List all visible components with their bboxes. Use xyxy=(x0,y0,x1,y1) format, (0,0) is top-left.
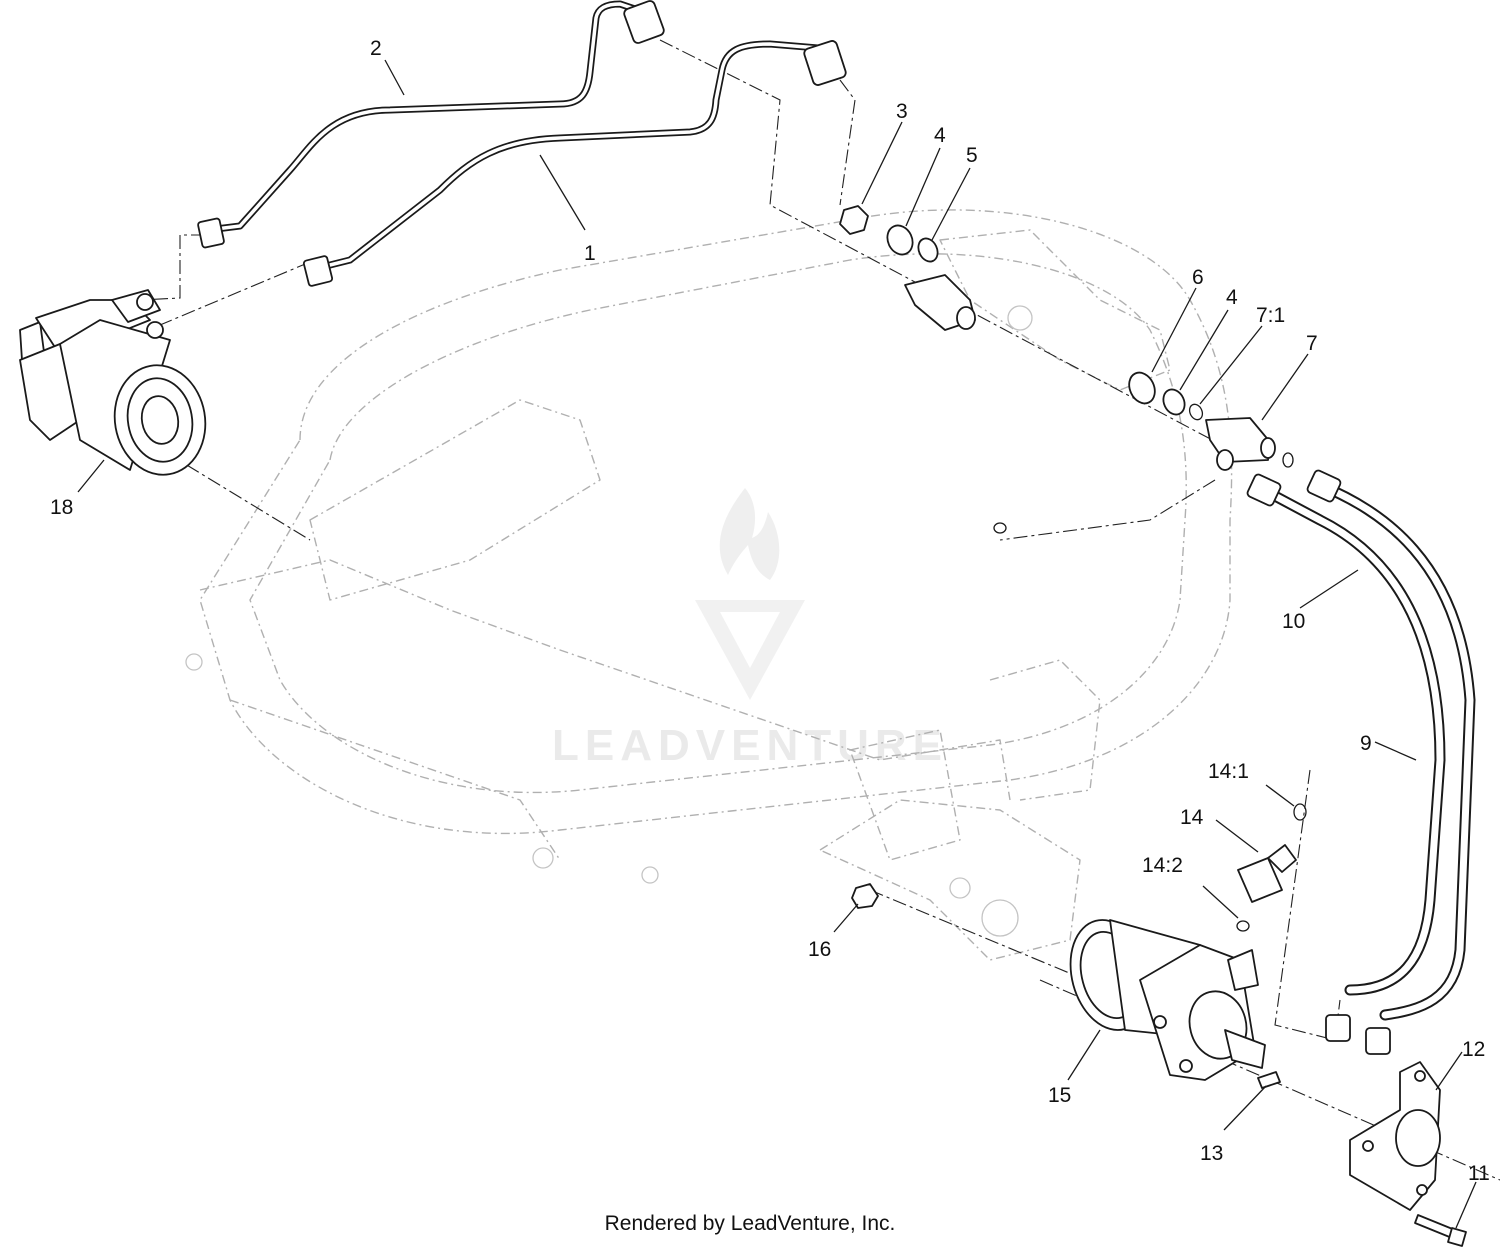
callout-4-upper: 4 xyxy=(934,124,946,147)
callout-14-2: 14:2 xyxy=(1142,854,1183,877)
washer-4b xyxy=(1162,388,1186,416)
nut-16 xyxy=(851,883,879,909)
callout-12: 12 xyxy=(1462,1038,1485,1061)
bolt-11 xyxy=(1414,1214,1467,1247)
tee-fitting-7 xyxy=(1205,417,1271,463)
callout-7-1: 7:1 xyxy=(1256,304,1285,327)
mower-frame-phantom xyxy=(185,209,1233,961)
hydraulic-motor-18 xyxy=(19,289,207,476)
callout-11: 11 xyxy=(1468,1162,1490,1185)
mounting-bracket-12 xyxy=(1349,1061,1441,1211)
callout-9: 9 xyxy=(1360,732,1372,755)
callout-14-1: 14:1 xyxy=(1208,760,1249,783)
o-ring-5 xyxy=(917,237,939,263)
callout-5: 5 xyxy=(966,144,978,167)
callout-3: 3 xyxy=(896,100,908,123)
callout-7: 7 xyxy=(1306,332,1318,355)
washer-6 xyxy=(1128,371,1156,405)
elbow-fitting-14 xyxy=(1236,803,1307,932)
leadventure-watermark-logo: LEADVENTURE xyxy=(552,488,948,770)
callout-1: 1 xyxy=(584,242,596,265)
render-credit: Rendered by LeadVenture, Inc. xyxy=(604,1212,896,1235)
callout-6: 6 xyxy=(1192,266,1204,289)
shaft-key-13 xyxy=(1257,1071,1281,1089)
nut-3 xyxy=(839,205,869,235)
hydraulic-tube-1 xyxy=(302,40,847,287)
callout-18: 18 xyxy=(50,496,73,519)
callout-15: 15 xyxy=(1048,1084,1071,1107)
washer-4a xyxy=(886,224,914,256)
fittings-upper xyxy=(839,205,976,331)
callout-13: 13 xyxy=(1200,1142,1223,1165)
callout-numbers: 2 1 3 4 5 6 4 7:1 7 18 10 9 14:1 14 14:2… xyxy=(50,37,1490,1185)
callout-16: 16 xyxy=(808,938,831,961)
callout-leaders xyxy=(77,59,1477,1229)
fittings-right xyxy=(993,371,1294,534)
hydraulic-motor-15 xyxy=(1069,919,1266,1081)
hydraulic-tube-2 xyxy=(197,0,665,249)
callout-14: 14 xyxy=(1180,806,1204,829)
callout-4-lower: 4 xyxy=(1226,286,1238,309)
callout-10: 10 xyxy=(1282,610,1305,633)
o-ring-7-1 xyxy=(1188,403,1204,421)
watermark-brand-text: LEADVENTURE xyxy=(552,721,948,770)
callout-2: 2 xyxy=(370,37,382,60)
hydraulic-hoses xyxy=(1246,469,1476,1055)
